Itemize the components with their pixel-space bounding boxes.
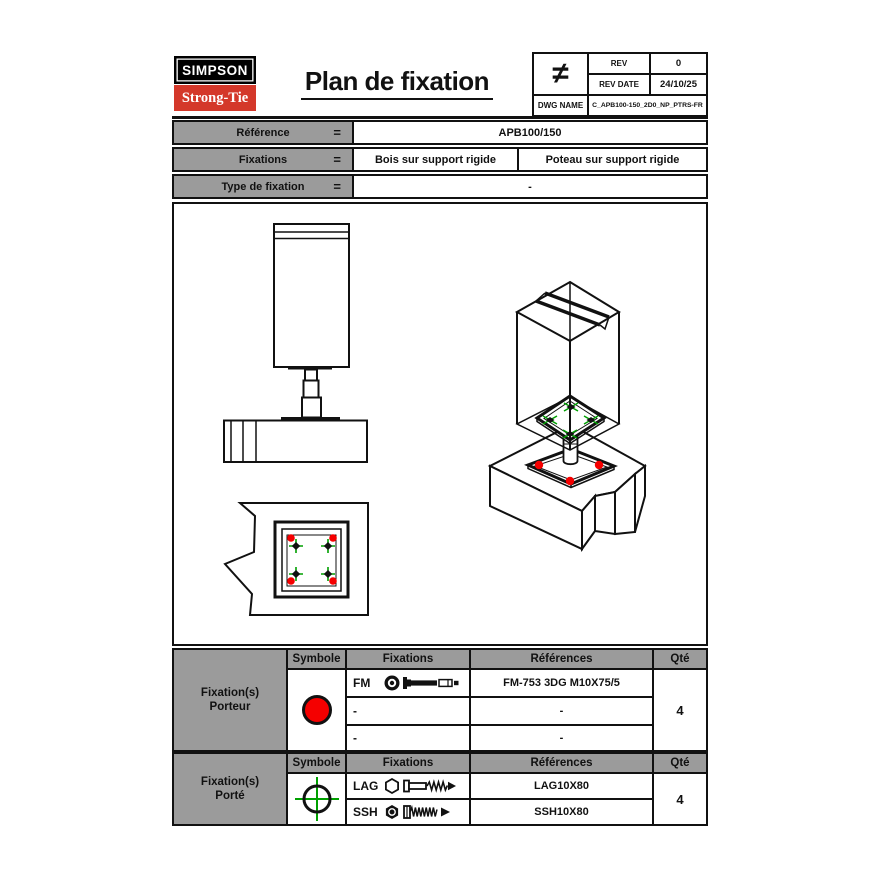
- lag-screw-icon: [385, 777, 456, 795]
- porte-qty-cell: 4: [652, 772, 708, 826]
- structural-screw-icon: [385, 804, 450, 819]
- porteur-reference-cell: -: [469, 696, 654, 726]
- equals-sign: =: [333, 151, 341, 167]
- fixations-value-left-cell: Bois sur support rigide: [352, 147, 519, 172]
- porteur-reference-cell: FM-753 3DG M10X75/5: [469, 668, 654, 698]
- drawing-area: [172, 202, 708, 646]
- strongtie-logo: Strong-Tie: [174, 85, 256, 111]
- porteur-fixation-row: -: [345, 724, 471, 752]
- anchor-marker-red: [534, 460, 604, 486]
- porteur-group-cell: Fixation(s) Porteur: [172, 648, 288, 752]
- dwg-name-value: C_APB100-150_2D0_NP_PTRS-FR: [587, 94, 708, 117]
- porteur-header-fixations: Fixations: [345, 648, 471, 670]
- fixation-type-value-cell: -: [352, 174, 708, 199]
- porteur-symbol-cell: [286, 668, 347, 752]
- fixation-type-label-cell: Type de fixation =: [172, 174, 354, 199]
- simpson-logo: SIMPSON: [174, 56, 256, 84]
- wedge-anchor-icon: [384, 675, 459, 691]
- equals-sign: =: [333, 124, 341, 140]
- porte-reference-cell: SSH10X80: [469, 798, 654, 826]
- porteur-reference-cell: -: [469, 724, 654, 752]
- dwg-name-label: DWG NAME: [532, 94, 589, 117]
- porte-fixation-row: LAG: [345, 772, 471, 800]
- porte-group-cell: Fixation(s) Porté: [172, 752, 288, 826]
- porteur-fixation-row: -: [345, 696, 471, 726]
- red-circle-symbol: [301, 695, 332, 725]
- anchor-marker-red: [287, 534, 337, 585]
- fixations-label-cell: Fixations =: [172, 147, 354, 172]
- porte-header-references: Références: [469, 752, 654, 774]
- porte-header-fixations: Fixations: [345, 752, 471, 774]
- porteur-header-symbole: Symbole: [286, 648, 347, 670]
- isometric-view-drawing: [487, 280, 647, 553]
- rev-value: 0: [649, 52, 708, 75]
- reference-value-cell: APB100/150: [352, 120, 708, 145]
- fixations-value-right-cell: Poteau sur support rigide: [517, 147, 708, 172]
- porteur-fixation-row: FM: [345, 668, 471, 698]
- rev-label: REV: [587, 52, 651, 75]
- porte-symbol-cell: [286, 772, 347, 826]
- reference-label-cell: Référence =: [172, 120, 354, 145]
- simpson-logo-text: SIMPSON: [182, 62, 248, 78]
- drawing-sheet: SIMPSON Strong-Tie Plan de fixation ≠ RE…: [172, 52, 708, 826]
- front-view-drawing: [223, 223, 368, 463]
- technical-drawing: [223, 223, 647, 616]
- porte-header-qty: Qté: [652, 752, 708, 774]
- rev-date-label: REV DATE: [587, 73, 651, 96]
- not-equal-icon: ≠: [532, 52, 589, 96]
- page-title: Plan de fixation: [268, 66, 526, 100]
- porteur-header-references: Références: [469, 648, 654, 670]
- rev-date-value: 24/10/25: [649, 73, 708, 96]
- top-view-drawing: [223, 502, 369, 616]
- crosshair-symbol: [294, 777, 339, 821]
- porteur-qty-cell: 4: [652, 668, 708, 752]
- porte-fixation-row: SSH: [345, 798, 471, 826]
- equals-sign: =: [333, 178, 341, 194]
- porteur-header-qty: Qté: [652, 648, 708, 670]
- porte-header-symbole: Symbole: [286, 752, 347, 774]
- strongtie-logo-text: Strong-Tie: [181, 89, 249, 106]
- header-divider: [172, 116, 708, 119]
- porte-reference-cell: LAG10X80: [469, 772, 654, 800]
